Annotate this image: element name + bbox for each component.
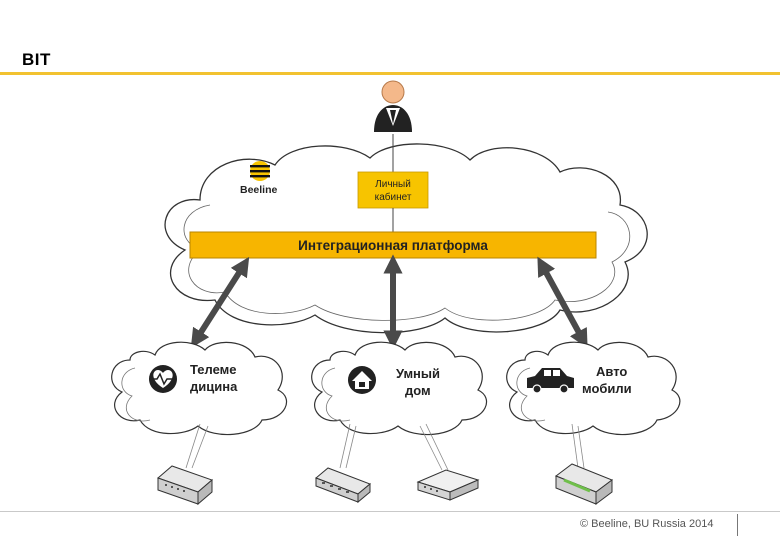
header-divider	[0, 72, 780, 75]
footer-copyright: © Beeline, BU Russia 2014	[580, 518, 714, 530]
arrow-auto	[537, 256, 588, 349]
arrow-telemedicine	[190, 256, 250, 349]
cloud-label-line2: мобили	[582, 381, 632, 396]
platform-label: Интеграционная платформа	[298, 238, 488, 253]
switch-device-icon	[315, 467, 371, 504]
cloud-label-line1: Авто	[596, 364, 627, 379]
router-device-icon	[416, 469, 480, 501]
gateway-device-icon	[157, 465, 213, 506]
beeline-logo: Beeline	[240, 161, 278, 196]
beeline-logo-text: Beeline	[240, 184, 278, 196]
footer-separator	[737, 514, 738, 536]
cloud-smart-home: Умный дом	[311, 341, 488, 436]
smart-home-icon	[348, 366, 376, 394]
cabinet-label-line2: кабинет	[375, 191, 412, 203]
personal-cabinet-box: Личный кабинет	[357, 171, 429, 209]
page-title: BIT	[22, 50, 51, 69]
car-icon	[527, 368, 574, 394]
user-person-icon	[374, 80, 412, 132]
cloud-label-line2: дом	[405, 383, 431, 398]
cloud-auto: Авто мобили	[506, 341, 681, 436]
cloud-label-line2: дицина	[190, 379, 238, 394]
cloud-telemedicine: Телеме дицина	[111, 341, 288, 436]
integration-platform-bar: Интеграционная платформа	[189, 231, 597, 259]
modem-device-icon	[554, 463, 614, 505]
device-links	[185, 423, 585, 471]
cloud-label-line1: Умный	[396, 366, 440, 381]
cabinet-label-line1: Личный	[375, 179, 411, 190]
heart-pulse-icon	[149, 365, 177, 393]
cloud-label-line1: Телеме	[190, 362, 237, 377]
footer-divider	[0, 511, 780, 512]
